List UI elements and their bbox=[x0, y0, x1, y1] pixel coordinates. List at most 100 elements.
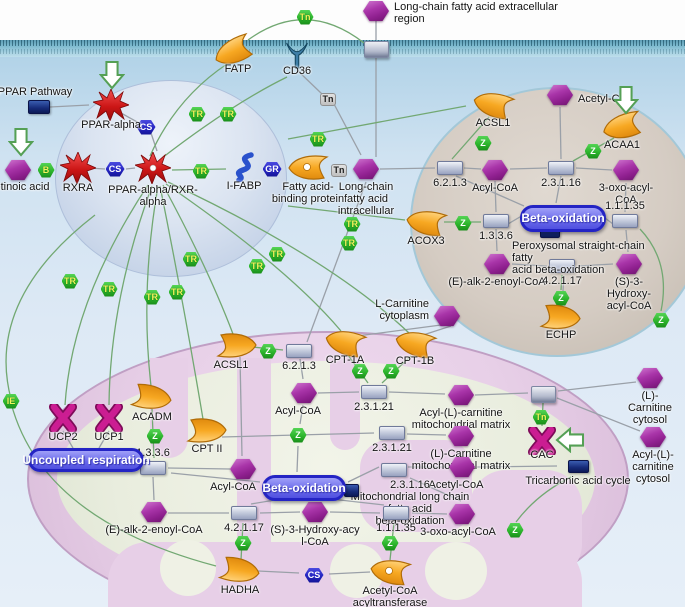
ec-42117-peroxisome[interactable] bbox=[549, 259, 575, 273]
tr-badge-12[interactable]: TR bbox=[143, 289, 161, 305]
s-3-hydroxy-acyl-coa-peroxisome[interactable] bbox=[616, 254, 642, 274]
ppar-alpha[interactable] bbox=[91, 87, 131, 123]
acsl1-mito[interactable] bbox=[216, 332, 258, 360]
acyl-coa-mito[interactable] bbox=[291, 383, 317, 403]
beta-oxidation-peroxisome[interactable]: Beta-oxidation bbox=[520, 204, 606, 232]
acyl-coa-mito-left[interactable] bbox=[230, 459, 256, 479]
ec-23121-mito-2[interactable] bbox=[379, 426, 405, 440]
lcfa-intracellular[interactable] bbox=[353, 159, 379, 179]
ie-badge[interactable]: IE bbox=[2, 393, 20, 409]
ec-11135-mito[interactable] bbox=[383, 506, 409, 520]
acaa1[interactable] bbox=[601, 110, 643, 140]
l-carnitine-cytoplasm[interactable] bbox=[434, 306, 460, 326]
acadm[interactable] bbox=[129, 383, 173, 412]
z-badge-6[interactable]: Z bbox=[259, 343, 277, 359]
input-arrow-ppar[interactable] bbox=[98, 60, 126, 90]
cac[interactable] bbox=[527, 425, 557, 457]
tr-badge-5[interactable]: TR bbox=[343, 216, 361, 232]
tn-label-cytoplasm[interactable]: Tn bbox=[331, 163, 347, 177]
cs-badge-1[interactable]: CS bbox=[136, 119, 156, 135]
cs-badge-2[interactable]: CS bbox=[105, 161, 125, 177]
ec-23116-mito[interactable] bbox=[381, 463, 407, 477]
input-arrow-cac[interactable] bbox=[555, 425, 585, 455]
cpt-ii[interactable] bbox=[186, 417, 228, 445]
e-alk-2-enoyl-coa-peroxisome[interactable] bbox=[484, 254, 510, 274]
ucp2[interactable] bbox=[48, 402, 78, 434]
l-carnitine-cytosol[interactable] bbox=[637, 368, 663, 388]
acetyl-coa-mito[interactable] bbox=[449, 457, 475, 477]
z-badge-10[interactable]: Z bbox=[289, 427, 307, 443]
cd36[interactable] bbox=[284, 41, 310, 71]
z-badge-12[interactable]: Z bbox=[381, 535, 399, 551]
z-badge-2[interactable]: Z bbox=[584, 143, 602, 159]
tr-badge-11[interactable]: TR bbox=[100, 281, 118, 297]
tn-badge-mito[interactable]: Tn bbox=[532, 409, 550, 425]
fatp[interactable] bbox=[212, 32, 254, 65]
acyl-l-carnitine-cytosol[interactable] bbox=[640, 427, 666, 447]
cpt-1b[interactable] bbox=[394, 329, 438, 359]
ec-23121-mito-1[interactable] bbox=[361, 385, 387, 399]
tr-badge-7[interactable]: TR bbox=[268, 246, 286, 262]
i-fabp[interactable] bbox=[231, 152, 257, 183]
fatty-acid-binding-protein[interactable] bbox=[287, 153, 329, 181]
rxra[interactable] bbox=[58, 150, 98, 186]
ppar-alpha-rxr-alpha[interactable] bbox=[133, 150, 173, 186]
lcfa-extracellular[interactable] bbox=[363, 1, 389, 21]
input-arrow-peroxisome[interactable] bbox=[612, 85, 640, 115]
acetyl-coa-acyltransferase[interactable] bbox=[369, 557, 413, 586]
tn-badge-top[interactable]: Tn bbox=[296, 9, 314, 25]
input-arrow-retinoic[interactable] bbox=[7, 127, 35, 157]
uncoupled-respiration[interactable]: Uncoupled respiration bbox=[22, 448, 150, 472]
acetyl-coa-peroxisome[interactable] bbox=[547, 85, 573, 105]
membrane-transporter[interactable] bbox=[363, 40, 389, 58]
ec-42117-mito[interactable] bbox=[231, 506, 257, 520]
cpt-1a[interactable] bbox=[324, 328, 368, 358]
tn-label-membrane[interactable]: Tn bbox=[320, 92, 336, 106]
echp[interactable] bbox=[539, 304, 582, 332]
acsl1-peroxisome[interactable] bbox=[472, 90, 516, 120]
tr-badge-9[interactable]: TR bbox=[182, 251, 200, 267]
z-badge-1[interactable]: Z bbox=[474, 135, 492, 151]
b-badge[interactable]: B bbox=[37, 162, 55, 178]
s-3-hydroxy-acyl-coa-mito[interactable] bbox=[302, 502, 328, 522]
ec-11135-peroxisome[interactable] bbox=[612, 214, 638, 228]
oxo-acyl-coa-mito-label: 3-oxo-acyl-CoA bbox=[420, 526, 496, 538]
z-badge-3[interactable]: Z bbox=[454, 215, 472, 231]
ucp1[interactable] bbox=[94, 402, 124, 434]
ec-1336-peroxisome[interactable] bbox=[483, 214, 509, 228]
z-badge-9[interactable]: Z bbox=[146, 428, 164, 444]
tr-badge-2[interactable]: TR bbox=[219, 106, 237, 122]
z-badge-7[interactable]: Z bbox=[351, 363, 369, 379]
ec-23116-peroxisome[interactable] bbox=[548, 161, 574, 175]
tr-badge-3[interactable]: TR bbox=[192, 163, 210, 179]
l-carnitine-mito-matrix[interactable] bbox=[448, 426, 474, 446]
tricarbonic-acid-cycle-link[interactable] bbox=[567, 459, 589, 473]
oxo-acyl-coa-mito[interactable] bbox=[449, 504, 475, 524]
tr-badge-13[interactable]: TR bbox=[168, 284, 186, 300]
mito-membrane-transporter[interactable] bbox=[530, 385, 556, 403]
retinoic-acid[interactable] bbox=[5, 160, 31, 180]
e-alk-2-enoyl-coa-mito[interactable] bbox=[141, 502, 167, 522]
tr-badge-1[interactable]: TR bbox=[188, 106, 206, 122]
beta-oxidation-mito[interactable]: Beta-oxidation bbox=[262, 475, 346, 501]
tr-badge-10[interactable]: TR bbox=[61, 273, 79, 289]
acox3[interactable] bbox=[405, 208, 449, 237]
gr-badge[interactable]: GR bbox=[262, 161, 282, 177]
acyl-l-carnitine-mito-matrix[interactable] bbox=[448, 385, 474, 405]
acyl-coa-peroxisome[interactable] bbox=[482, 160, 508, 180]
z-badge-8[interactable]: Z bbox=[382, 363, 400, 379]
tr-badge-8[interactable]: TR bbox=[248, 258, 266, 274]
tr-badge-4[interactable]: TR bbox=[309, 131, 327, 147]
cs-badge-3[interactable]: CS bbox=[304, 567, 324, 583]
tr-badge-6[interactable]: TR bbox=[340, 235, 358, 251]
ec-6213-peroxisome[interactable] bbox=[437, 161, 463, 175]
ec-6213-mito-label: 6.2.1.3 bbox=[282, 360, 316, 372]
ppar-pathway-link[interactable] bbox=[28, 100, 50, 114]
z-badge-13[interactable]: Z bbox=[506, 522, 524, 538]
hadha[interactable] bbox=[217, 556, 261, 585]
ec-11135-peroxisome-label: 1.1.1.35 bbox=[605, 199, 645, 212]
ec-6213-mito[interactable] bbox=[286, 344, 312, 358]
z-badge-5[interactable]: Z bbox=[652, 312, 670, 328]
z-badge-11[interactable]: Z bbox=[234, 535, 252, 551]
oxo-acyl-coa-peroxisome[interactable] bbox=[613, 160, 639, 180]
